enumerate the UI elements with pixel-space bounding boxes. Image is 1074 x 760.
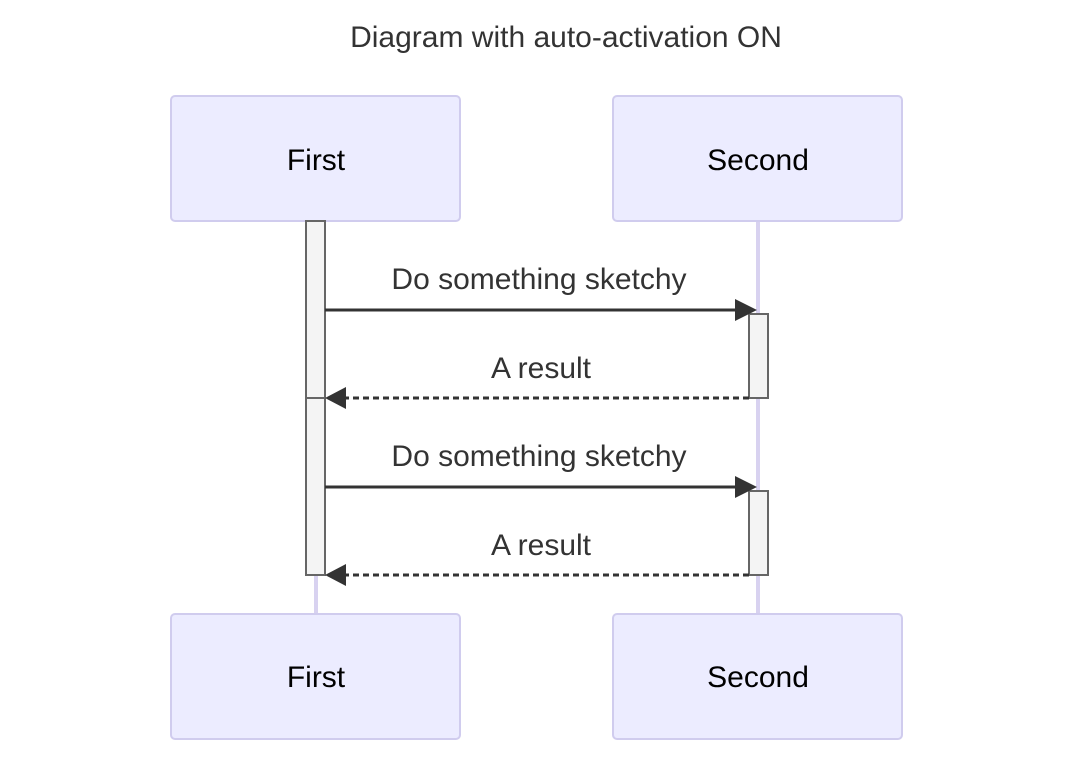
actor-label: Second	[707, 661, 809, 694]
actor-box	[612, 95, 903, 222]
message-label: Do something sketchy	[391, 263, 686, 296]
actor-label: First	[287, 661, 346, 694]
message-1: Do something sketchy	[325, 263, 757, 321]
activation-first-2	[305, 397, 326, 576]
message-2: A result	[325, 352, 749, 409]
actor-first-bottom[interactable]: First	[170, 613, 461, 740]
message-label: Do something sketchy	[391, 440, 686, 473]
actor-label: First	[287, 144, 346, 177]
arrowhead-right-icon	[735, 299, 757, 321]
activation-second-1	[748, 313, 769, 399]
activation-first-1	[305, 220, 326, 399]
diagram-title: Diagram with auto-activation ON	[350, 21, 782, 54]
arrowhead-left-icon	[325, 564, 346, 586]
actor-label: Second	[707, 144, 809, 177]
message-4: A result	[325, 529, 749, 586]
actor-second-top[interactable]: Second	[612, 95, 903, 222]
arrowhead-left-icon	[325, 387, 346, 409]
arrowhead-right-icon	[735, 476, 757, 498]
message-3: Do something sketchy	[325, 440, 757, 498]
actor-second-bottom[interactable]: Second	[612, 613, 903, 740]
message-label: A result	[491, 529, 592, 562]
actor-first-top[interactable]: First	[170, 95, 461, 222]
activation-second-2	[748, 490, 769, 576]
message-label: A result	[491, 352, 592, 385]
actor-box	[170, 613, 461, 740]
actor-box	[612, 613, 903, 740]
